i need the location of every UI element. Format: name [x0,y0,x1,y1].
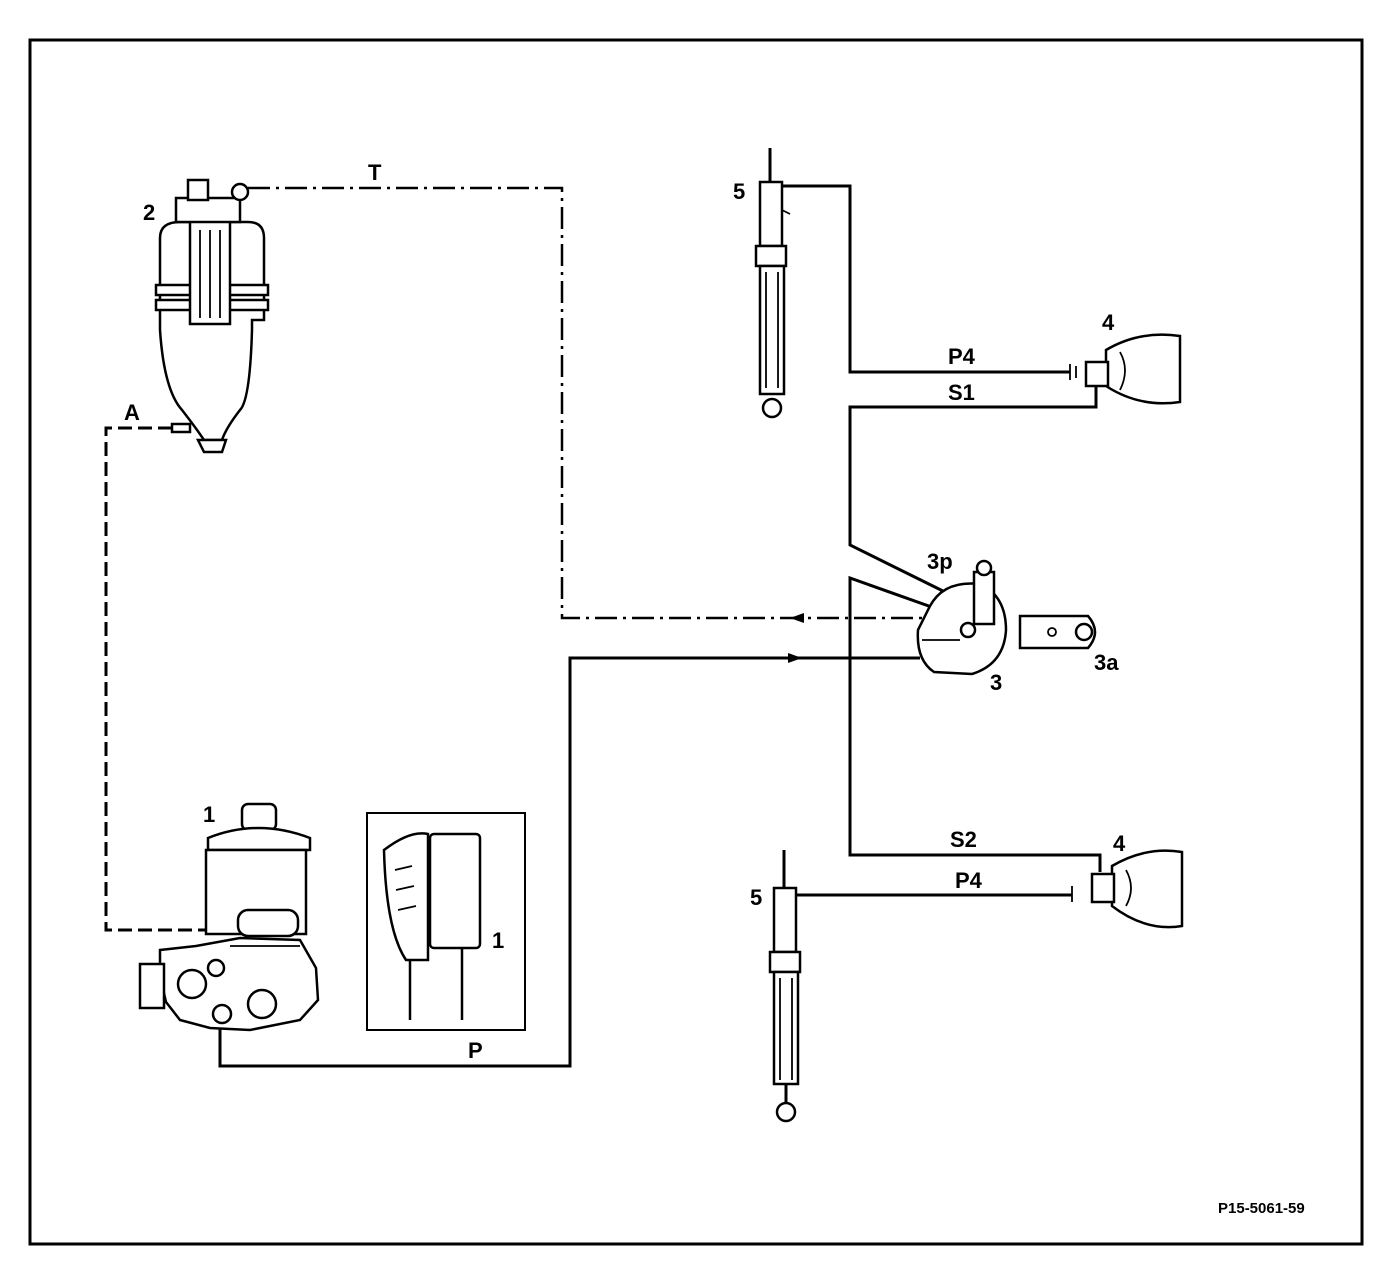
reference-number: P15-5061-59 [1218,1200,1305,1217]
return-line-t [248,186,935,620]
label-pump-detail: 1 [492,928,504,953]
oil-reservoir [154,178,270,454]
label-valve-arm: 3a [1094,650,1119,675]
pump-detail-inset [366,812,526,1031]
label-line-p4-bottom: P4 [955,868,983,893]
label-strut-bottom: 5 [750,885,762,910]
label-strut-top: 5 [733,179,745,204]
label-valve: 3 [990,670,1002,695]
label-line-t: T [368,160,382,185]
label-valve-piston: 3p [927,549,953,574]
pressure-arrow [788,653,802,663]
return-arrow [790,613,804,623]
label-line-a: A [124,400,140,425]
line-s2 [848,575,1102,872]
line-s1 [848,385,1098,594]
accumulator-top [1069,333,1182,405]
label-accumulator-top: 4 [1102,310,1115,335]
label-line-s1: S1 [948,380,975,405]
label-pump: 1 [203,802,215,827]
strut-bottom [768,850,802,1123]
pressure-line-p [218,656,920,1068]
suction-line-a [104,426,238,932]
label-line-p4-top: P4 [948,344,976,369]
level-control-valve [916,559,1097,676]
strut-top [754,148,791,419]
accumulator-bottom [1071,849,1184,929]
label-line-p: P [468,1038,483,1063]
diagram-frame [28,38,1364,1246]
power-steering-pump [138,802,320,1032]
line-p4-top [782,184,1070,374]
label-accumulator-bottom: 4 [1113,831,1126,856]
label-line-s2: S2 [950,827,977,852]
label-reservoir: 2 [143,200,155,225]
